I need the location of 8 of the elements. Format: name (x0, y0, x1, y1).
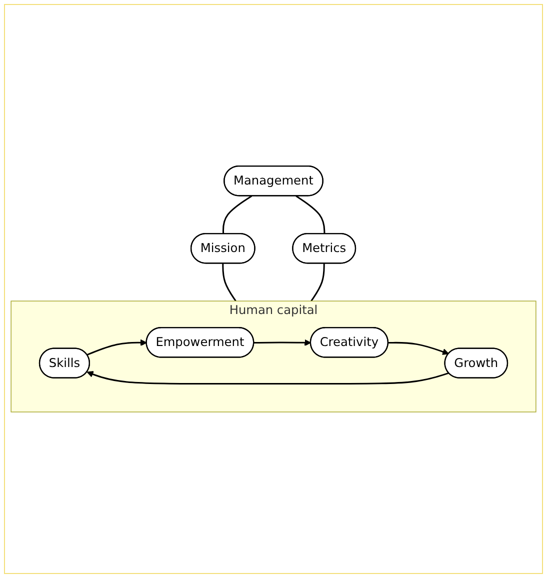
arrow (254, 339, 312, 346)
connector (222, 263, 236, 302)
arrow (388, 342, 450, 355)
connector (310, 263, 325, 302)
connector (296, 195, 326, 234)
arrow (86, 371, 449, 384)
arrow (86, 339, 147, 356)
connector (222, 195, 252, 234)
